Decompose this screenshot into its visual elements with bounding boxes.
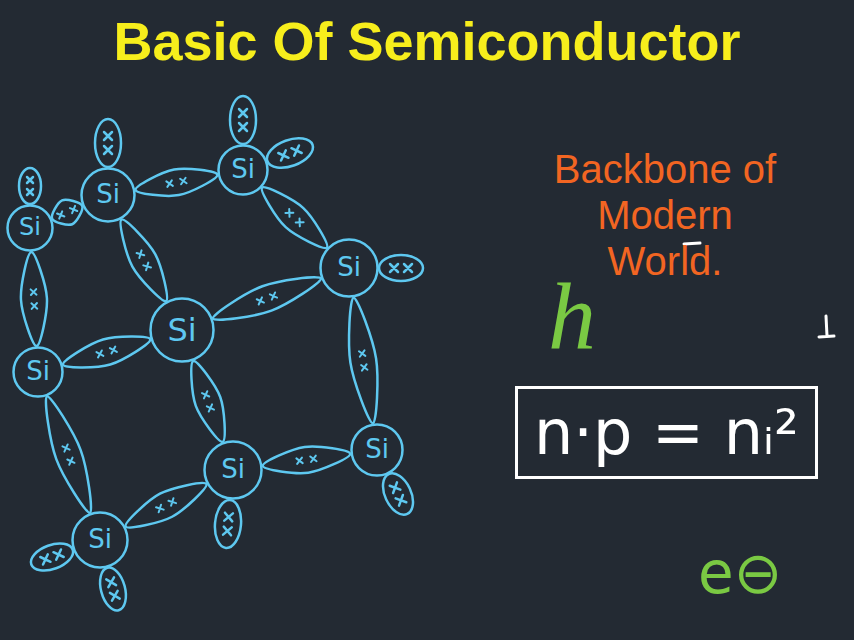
dangling-bond [263, 133, 317, 174]
atom-circle [82, 169, 135, 222]
covalent-bond [263, 447, 351, 474]
label-box: e⊖ [698, 540, 818, 607]
dangling-bond [213, 499, 243, 549]
formula-text: n·p = nᵢ² [534, 397, 799, 468]
atom-circle [73, 513, 128, 568]
electron-pair [137, 250, 151, 270]
silicon-atom: Si [71, 511, 129, 569]
silicon-atom: Si [6, 204, 54, 252]
atom-symbol: Si [231, 155, 255, 185]
title: Basic Of Semiconductor [113, 10, 740, 72]
atom-symbol: Si [365, 435, 389, 465]
covalent-bond [191, 361, 224, 442]
atom-symbol: Si [337, 253, 361, 283]
covalent-bond [52, 200, 83, 225]
electron-pair [257, 292, 277, 304]
atom-circle [352, 425, 403, 476]
covalent-bond [21, 252, 47, 346]
covalent-bond [262, 187, 327, 248]
bond-group [52, 200, 83, 225]
dangling-bond [96, 565, 131, 614]
silicon-atom: Si [80, 167, 136, 223]
electron-pair [202, 391, 214, 411]
silicon-atom: Si [203, 440, 263, 500]
bond-group [191, 361, 224, 442]
bond-group [349, 298, 377, 424]
covalent-bond [126, 483, 207, 527]
silicon-atom: Si [319, 238, 379, 298]
silicon-atom: Si [149, 297, 215, 363]
silicon-atom: Si [217, 144, 269, 196]
dangling-bond [27, 538, 77, 576]
atom-circle [219, 146, 268, 195]
bond-group [213, 277, 321, 319]
electron-pair [156, 498, 176, 512]
covalent-bond [121, 219, 167, 301]
bond-group [46, 396, 91, 512]
ink-mark [819, 316, 834, 337]
atom-symbol: Si [167, 312, 196, 349]
bond-group [126, 483, 207, 527]
atom-circle [14, 348, 63, 397]
atom-circle [8, 206, 53, 251]
atom-circle [205, 442, 262, 499]
dangling-bond [19, 168, 41, 204]
electron-pair [359, 350, 368, 370]
symbol-h: h [548, 262, 628, 372]
silicon-atom: Si [12, 346, 64, 398]
electron-pair [296, 456, 316, 464]
dangling-bond [230, 96, 256, 144]
atom-symbol: Si [96, 180, 120, 210]
covalent-bond [136, 169, 218, 196]
bond-group [262, 187, 327, 248]
covalent-bond [63, 337, 150, 368]
silicon-atom: Si [350, 423, 404, 477]
dangling-bond [379, 255, 423, 281]
atom-circle [151, 299, 214, 362]
covalent-bond [349, 298, 377, 424]
electron-pair [62, 444, 74, 464]
bond-group [263, 447, 351, 474]
dangling-bond [377, 469, 419, 520]
atom-circle [321, 240, 378, 297]
atom-symbol: Si [26, 357, 50, 387]
electron-symbol: e⊖ [698, 540, 818, 607]
covalent-bond [46, 396, 91, 512]
title-bar: Basic Of Semiconductor [0, 10, 854, 72]
atom-symbol: Si [88, 525, 112, 555]
electron-pair [166, 178, 186, 187]
bond-group [21, 252, 47, 346]
electron-pair [57, 206, 77, 219]
electron-pair [31, 289, 38, 309]
atom-symbol: Si [19, 214, 41, 242]
electron-pair [96, 347, 116, 358]
formula-box: n·p = nᵢ² [515, 386, 818, 479]
covalent-bond [213, 277, 321, 319]
bond-group [121, 219, 167, 301]
electron-pair [285, 209, 303, 226]
bond-group [136, 169, 218, 196]
dangling-bond [95, 119, 121, 167]
atom-symbol: Si [221, 455, 245, 485]
bond-group [63, 337, 150, 368]
label-box: h [548, 262, 628, 372]
